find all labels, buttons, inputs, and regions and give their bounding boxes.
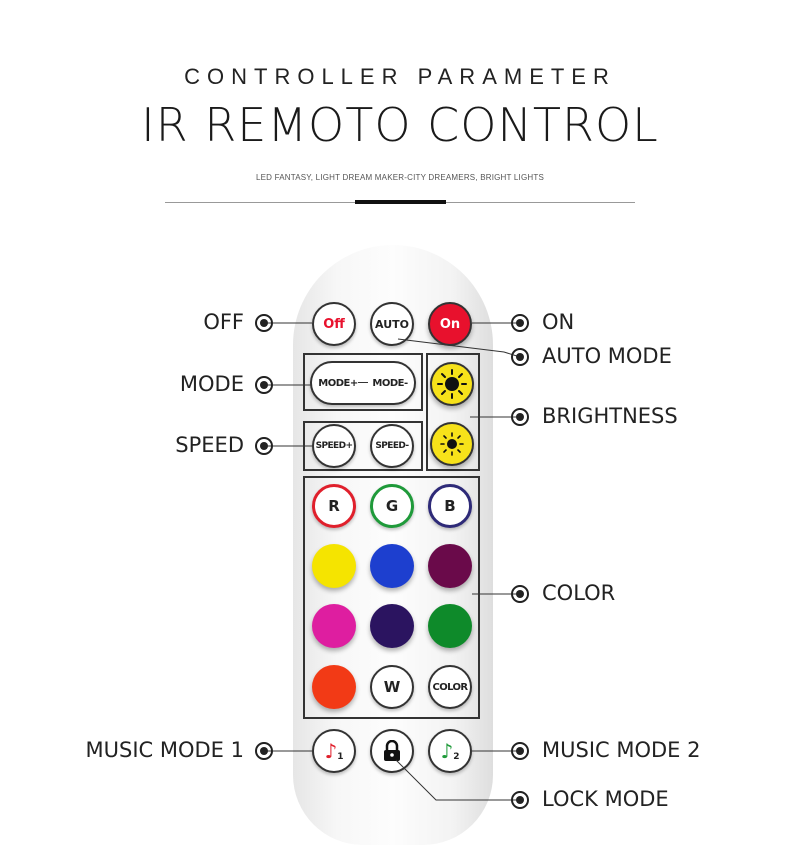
on-button-label: On <box>439 316 461 332</box>
speed-plus-label: SPEED+ <box>315 441 353 451</box>
padlock-icon <box>384 740 400 761</box>
speed-minus-button[interactable]: SPEED- <box>370 424 414 468</box>
page-title: IR REMOTO CONTROL <box>141 98 659 152</box>
brightness-down-button[interactable] <box>430 422 474 466</box>
bullet-brightness <box>511 408 529 426</box>
callout-brightness: BRIGHTNESS <box>542 404 678 428</box>
callout-speed: SPEED <box>175 433 244 457</box>
green-button-label: G <box>385 497 399 515</box>
auto-button[interactable]: AUTO <box>370 302 414 346</box>
callout-color: COLOR <box>542 581 616 605</box>
sun-bright-icon <box>437 369 467 399</box>
bullet-on <box>511 314 529 332</box>
sun-dim-icon <box>440 432 464 456</box>
color-cycle-label: COLOR <box>432 681 468 693</box>
mode-minus-button[interactable]: MODE- <box>366 363 414 403</box>
callout-lock-mode: LOCK MODE <box>542 787 669 811</box>
header-kicker: CONTROLLER PARAMETER <box>184 64 616 89</box>
header-divider-accent <box>355 200 446 204</box>
bullet-mode <box>255 376 273 394</box>
lock-button[interactable] <box>370 729 414 773</box>
callout-music-mode-1: MUSIC MODE 1 <box>85 738 244 762</box>
music-mode-2-sub: 2 <box>453 752 460 762</box>
speed-minus-label: SPEED- <box>375 441 409 451</box>
bullet-music-2 <box>511 742 529 760</box>
red-button-label: R <box>328 497 340 515</box>
mode-plus-button[interactable]: MODE+ <box>314 363 362 403</box>
music-mode-2-button[interactable]: ♪ 2 <box>428 729 472 773</box>
callout-mode: MODE <box>179 372 244 396</box>
bullet-music-1 <box>255 742 273 760</box>
red-button[interactable]: R <box>312 484 356 528</box>
header-tagline: LED FANTASY, LIGHT DREAM MAKER-CITY DREA… <box>255 173 544 182</box>
white-button-label: W <box>383 678 401 696</box>
brightness-up-button[interactable] <box>430 362 474 406</box>
color-green-button[interactable] <box>428 604 472 648</box>
mode-pill-connector <box>358 382 368 383</box>
mode-group-box <box>303 353 423 411</box>
bullet-lock-mode <box>511 791 529 809</box>
color-group-box <box>303 476 480 719</box>
off-button[interactable]: Off <box>312 302 356 346</box>
music-mode-1-sub: 1 <box>337 752 344 762</box>
white-button[interactable]: W <box>370 665 414 709</box>
bullet-off <box>255 314 273 332</box>
auto-button-label: AUTO <box>375 317 409 331</box>
color-purple-button[interactable] <box>428 544 472 588</box>
color-blue-button[interactable] <box>370 544 414 588</box>
mode-pill: MODE+ MODE- <box>310 361 416 405</box>
mode-plus-label: MODE+ <box>318 377 358 389</box>
on-button[interactable]: On <box>428 302 472 346</box>
color-magenta-button[interactable] <box>312 604 356 648</box>
color-yellow-button[interactable] <box>312 544 356 588</box>
color-cycle-button[interactable]: COLOR <box>428 665 472 709</box>
bullet-color <box>511 585 529 603</box>
callout-on: ON <box>542 310 575 334</box>
music-mode-1-button[interactable]: ♪ 1 <box>312 729 356 773</box>
blue-button-label: B <box>444 497 456 515</box>
mode-minus-label: MODE- <box>372 377 408 389</box>
green-button[interactable]: G <box>370 484 414 528</box>
color-orange-red-button[interactable] <box>312 665 356 709</box>
bullet-speed <box>255 437 273 455</box>
speed-plus-button[interactable]: SPEED+ <box>312 424 356 468</box>
color-indigo-button[interactable] <box>370 604 414 648</box>
music-note-red-icon: ♪ <box>324 739 338 763</box>
blue-button[interactable]: B <box>428 484 472 528</box>
callout-auto-mode: AUTO MODE <box>542 344 672 368</box>
off-button-label: Off <box>323 316 345 332</box>
callout-off: OFF <box>203 310 244 334</box>
bullet-auto-mode <box>511 348 529 366</box>
callout-music-mode-2: MUSIC MODE 2 <box>542 738 701 762</box>
music-note-green-icon: ♪ <box>440 739 454 763</box>
